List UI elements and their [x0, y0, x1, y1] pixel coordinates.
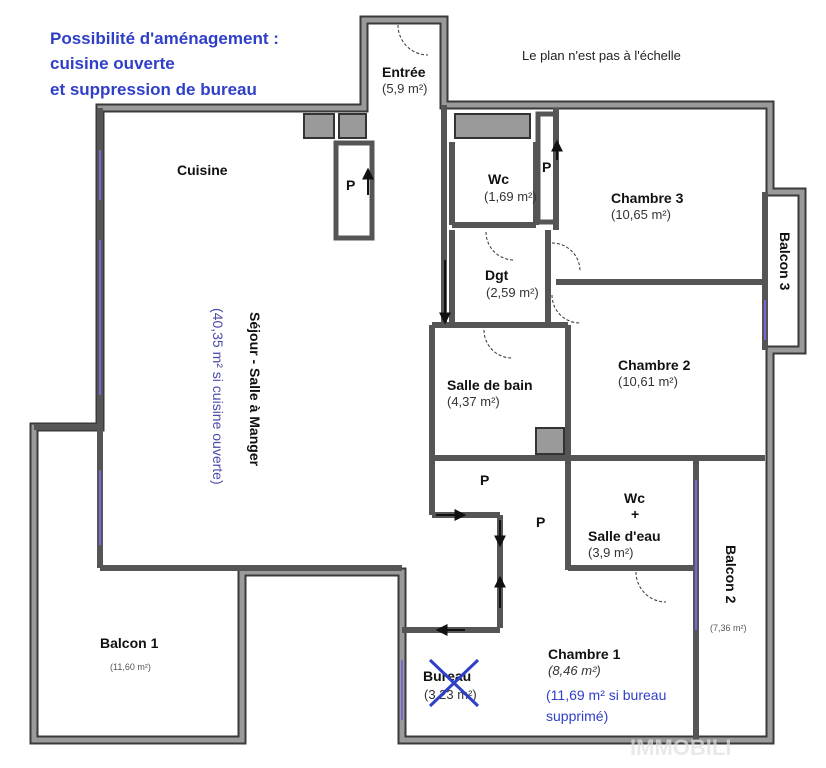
room-chambre3: Chambre 3 — [611, 190, 684, 206]
closet-label: P — [536, 514, 545, 530]
fixture-block — [303, 113, 335, 139]
closets — [333, 111, 559, 241]
doors — [397, 24, 667, 603]
room-salle-de-bain: Salle de bain — [447, 377, 533, 393]
area-entree: (5,9 m²) — [382, 81, 428, 96]
fixtures — [303, 113, 565, 455]
room-cuisine: Cuisine — [177, 162, 228, 178]
closet-label: P — [542, 159, 551, 175]
chambre1-note-line1: (11,69 m² si bureau — [546, 687, 666, 703]
room-wc2-plus: + — [631, 506, 639, 522]
area-bureau: (3,23 m²) — [424, 687, 477, 702]
header-line1: Possibilité d'aménagement : — [50, 29, 279, 48]
area-balcon1: (11,60 m²) — [110, 662, 151, 672]
area-dgt: (2,59 m²) — [486, 285, 539, 300]
room-chambre2: Chambre 2 — [618, 357, 691, 373]
room-balcon1: Balcon 1 — [100, 635, 159, 651]
area-salle-de-bain: (4,37 m²) — [447, 394, 500, 409]
closet-label: P — [346, 177, 355, 193]
room-wc: Wc — [488, 171, 509, 187]
area-salle-eau: (3,9 m²) — [588, 545, 634, 560]
fixture-block — [535, 427, 565, 455]
room-wc2: Wc — [624, 490, 645, 506]
area-chambre3: (10,65 m²) — [611, 207, 671, 222]
room-balcon3: Balcon 3 — [777, 232, 793, 291]
header-line3: et suppression de bureau — [50, 80, 257, 99]
room-balcon2: Balcon 2 — [723, 545, 739, 604]
area-chambre1: (8,46 m²) — [548, 663, 601, 678]
room-salle-eau: Salle d'eau — [588, 528, 661, 544]
closet-label: P — [480, 472, 489, 488]
room-sejour: Séjour - Salle à Manger — [247, 312, 263, 467]
bureau-cross-mark — [428, 658, 480, 708]
chambre1-note-line2: supprimé) — [546, 708, 608, 724]
fixture-block — [454, 113, 531, 139]
walls-fill — [31, 17, 805, 743]
room-entree: Entrée — [382, 64, 426, 80]
area-balcon2: (7,36 m²) — [710, 623, 747, 633]
access-arrows — [362, 139, 563, 636]
sejour-note: (40,35 m² si cuisine ouverte) — [210, 308, 226, 485]
fixture-block — [338, 113, 367, 139]
room-dgt: Dgt — [485, 267, 509, 283]
room-chambre1: Chambre 1 — [548, 646, 621, 662]
watermark: IMMOBILI — [630, 735, 731, 760]
area-chambre2: (10,61 m²) — [618, 374, 678, 389]
scale-note: Le plan n'est pas à l'échelle — [522, 48, 681, 63]
header-line2: cuisine ouverte — [50, 54, 175, 73]
windows — [99, 150, 766, 720]
area-wc: (1,69 m²) — [484, 189, 537, 204]
